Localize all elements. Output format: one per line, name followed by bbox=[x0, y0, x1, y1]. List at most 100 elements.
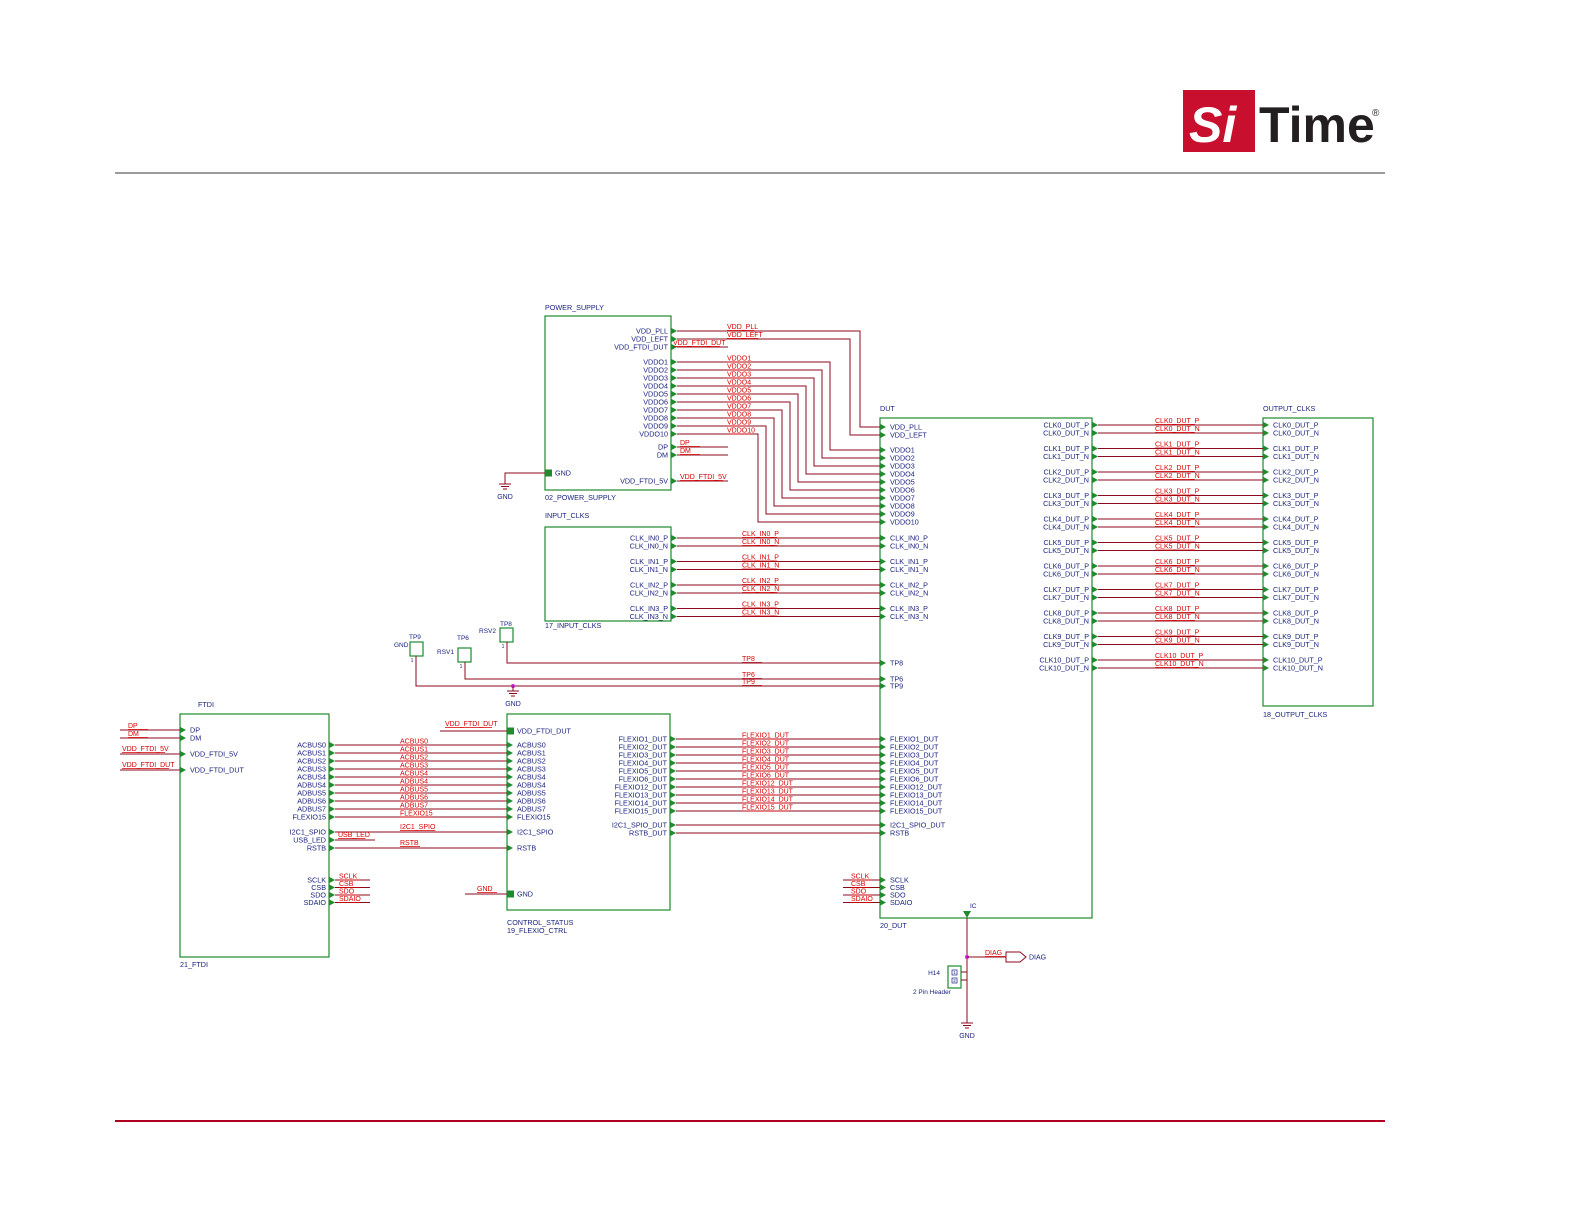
dut-title: DUT bbox=[880, 404, 895, 413]
dut-pin-label: SDO bbox=[890, 891, 906, 900]
net-label: RSTB bbox=[400, 840, 419, 847]
control-status-pin bbox=[670, 791, 676, 799]
dut-pin-label: CLK_IN0_P bbox=[890, 534, 928, 543]
dut-pin-label: VDDO2 bbox=[890, 454, 915, 463]
header-description: 2 Pin Header bbox=[913, 989, 952, 996]
dut-pin bbox=[880, 876, 886, 884]
dut-pin bbox=[1092, 468, 1098, 476]
net-label: CLK3_DUT_N bbox=[1155, 497, 1200, 504]
dut-pin-label: CLK_IN1_P bbox=[890, 557, 928, 566]
output-clks-pin bbox=[1263, 515, 1269, 523]
dut-pin bbox=[880, 486, 886, 494]
output-clks-pin bbox=[1263, 523, 1269, 531]
dut-pin-label: TP6 bbox=[890, 675, 903, 684]
dut-pin bbox=[880, 735, 886, 743]
dut-pin-label: CLK5_DUT_P bbox=[1043, 538, 1089, 547]
net-label: CLK6_DUT_N bbox=[1155, 567, 1200, 574]
wire-tp6 bbox=[464, 662, 880, 680]
dut-pin-label: VDDO8 bbox=[890, 502, 915, 511]
dut-pin bbox=[880, 605, 886, 612]
dut-pin bbox=[1092, 562, 1098, 570]
ground-label: GND bbox=[505, 701, 521, 708]
net-label: VDDO8 bbox=[727, 412, 751, 419]
ftdi-pin bbox=[180, 726, 186, 734]
control-status-pin bbox=[670, 735, 676, 743]
net-label: VDD_FTDI_DUT bbox=[445, 721, 498, 728]
control-status-pin-label: I2C1_SPIO bbox=[517, 828, 554, 837]
control-status-pin-label: ADBUS4 bbox=[517, 781, 546, 790]
dut-pin-label: CLK6_DUT_P bbox=[1043, 562, 1089, 571]
control-status-pin-label: ADBUS5 bbox=[517, 789, 546, 798]
ftdi-pin-label: VDD_FTDI_DUT bbox=[190, 766, 245, 775]
header-pin-2 bbox=[951, 977, 958, 984]
dut-pin bbox=[880, 566, 886, 573]
net-label: FLEXIO14_DUT bbox=[742, 797, 794, 804]
power-supply-pin-label: VDD_FTDI_5V bbox=[620, 477, 668, 486]
output-clks-pin-label: CLK5_DUT_N bbox=[1273, 546, 1319, 555]
dut-pin-label: CLK_IN2_P bbox=[890, 581, 928, 590]
ftdi-pin-label: FLEXIO15 bbox=[292, 813, 326, 822]
power-supply-pin bbox=[671, 390, 677, 398]
output-clks-pin bbox=[1263, 570, 1269, 578]
net-label: VDD_FTDI_5V bbox=[122, 746, 169, 753]
input-clks-pin-label: CLK_IN2_P bbox=[630, 581, 668, 590]
output-clks-pin bbox=[1263, 656, 1269, 664]
dut-pin bbox=[1092, 421, 1098, 429]
control-status-pin-label: FLEXIO5_DUT bbox=[619, 767, 668, 776]
net-label: VDDO9 bbox=[727, 420, 751, 427]
dut-ref: 20_DUT bbox=[880, 921, 907, 930]
net-label: ADBUS6 bbox=[400, 795, 428, 802]
output-clks-pin bbox=[1263, 641, 1269, 648]
control-status-pin bbox=[670, 829, 676, 837]
ftdi-pin-label: ADBUS4 bbox=[297, 781, 326, 790]
ground-label: GND bbox=[959, 1033, 975, 1040]
dut-pin-label: I2C1_SPIO_DUT bbox=[890, 821, 946, 830]
dut-pin bbox=[880, 510, 886, 518]
net-label: CLK9_DUT_N bbox=[1155, 638, 1200, 645]
output-clks-pin-label: CLK9_DUT_N bbox=[1273, 640, 1319, 649]
dut-pin-label: VDDO7 bbox=[890, 494, 915, 503]
net-label: SDAIO bbox=[339, 896, 361, 903]
dut-pin-label: FLEXIO6_DUT bbox=[890, 775, 939, 784]
control-status-pin-label: FLEXIO12_DUT bbox=[615, 783, 668, 792]
output-clks-pin-label: CLK0_DUT_N bbox=[1273, 429, 1319, 438]
ftdi-pin bbox=[180, 766, 186, 774]
net-label: CLK5_DUT_P bbox=[1155, 536, 1200, 543]
dut-pin-label: CLK3_DUT_N bbox=[1043, 499, 1089, 508]
dut-pin-label: CLK0_DUT_N bbox=[1043, 429, 1089, 438]
ftdi-pin-label: CSB bbox=[311, 883, 326, 892]
net-label: CSB bbox=[339, 881, 354, 888]
net-label: CLK0_DUT_P bbox=[1155, 418, 1200, 425]
control-status-pin bbox=[670, 807, 676, 815]
dut-pin-label: FLEXIO3_DUT bbox=[890, 751, 939, 760]
dut-pin-label: CLK7_DUT_P bbox=[1043, 585, 1089, 594]
power-supply-pin bbox=[671, 358, 677, 366]
dut-pin-label: CLK4_DUT_N bbox=[1043, 523, 1089, 532]
power-supply-pin bbox=[671, 398, 677, 406]
power-supply-pin-label: VDDO2 bbox=[643, 366, 668, 375]
dut-pin-label: FLEXIO13_DUT bbox=[890, 791, 943, 800]
tp9-gnd-label: GND bbox=[394, 642, 409, 649]
ftdi-pin bbox=[329, 899, 335, 906]
net-label: FLEXIO2_DUT bbox=[742, 741, 790, 748]
control-status-pin-label: ACBUS4 bbox=[517, 773, 546, 782]
dut-pin-label: CLK3_DUT_P bbox=[1043, 491, 1089, 500]
control-status-pin-label: FLEXIO4_DUT bbox=[619, 759, 668, 768]
control-status-pin-label: FLEXIO3_DUT bbox=[619, 751, 668, 760]
dut-pin bbox=[1092, 570, 1098, 578]
net-label: I2C1_SPIO bbox=[400, 824, 436, 831]
output-clks-pin-label: CLK9_DUT_P bbox=[1273, 632, 1319, 641]
net-label: FLEXIO15 bbox=[400, 811, 433, 818]
input-clks-pin bbox=[671, 581, 677, 589]
control-status-pin-label: ADBUS6 bbox=[517, 797, 546, 806]
power-supply-pin bbox=[671, 443, 677, 451]
control-status-pin bbox=[670, 743, 676, 751]
logo-si-text: Si bbox=[1189, 97, 1237, 153]
net-label: VDDO2 bbox=[727, 364, 751, 371]
ftdi-block bbox=[179, 713, 330, 958]
input-clks-pin bbox=[671, 605, 677, 612]
control-status-pin-label: RSTB bbox=[517, 844, 536, 853]
power-supply-pin-label: DM bbox=[657, 451, 668, 460]
dut-pin-label: CLK9_DUT_N bbox=[1043, 640, 1089, 649]
dut-pin-label: VDDO10 bbox=[890, 518, 919, 527]
